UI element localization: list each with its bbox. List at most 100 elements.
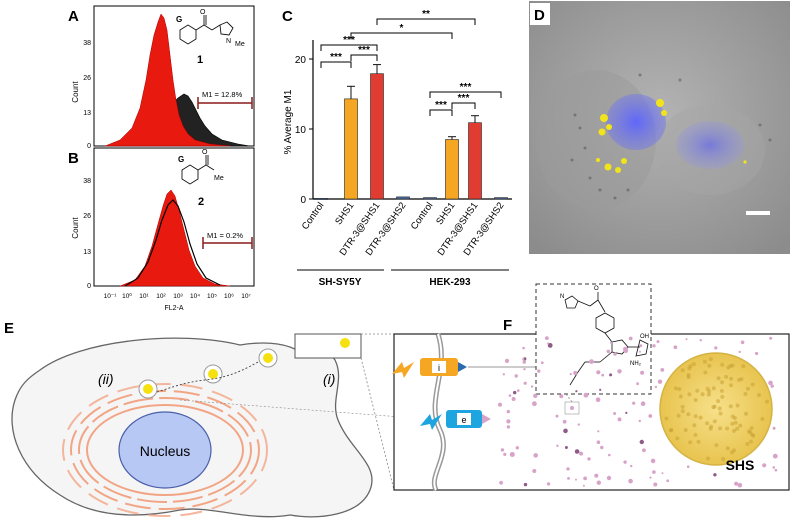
shs-grain (703, 370, 708, 375)
pink-particle (540, 361, 544, 365)
debris-dot (583, 146, 587, 150)
pink-particle (533, 453, 538, 458)
pink-particle (623, 460, 627, 464)
pink-particle (545, 336, 549, 340)
shs-grain (700, 392, 705, 397)
molecule-1-structure (179, 15, 234, 45)
group-label: HEK-293 (429, 277, 471, 288)
histogram-b-black-trace (124, 199, 221, 287)
fluorescent-spot (656, 99, 664, 107)
shs-grain (720, 380, 725, 385)
pink-particle (734, 481, 739, 486)
panel-b: B Count 38 26 13 0 M1 = 0.2% G O Me 2 10… (68, 147, 255, 312)
shs-grain (693, 432, 698, 437)
shs-grain (735, 403, 740, 408)
pink-particle (661, 472, 664, 475)
panel-letter-f: F (503, 317, 512, 334)
gate-a-label: M1 = 12.8% (202, 90, 243, 99)
pink-particle (762, 463, 767, 468)
pink-particle (532, 469, 537, 473)
er-membrane (62, 383, 268, 517)
category-label: SHS1 (333, 200, 356, 227)
shs-grain (730, 414, 735, 419)
pink-particle (628, 336, 633, 341)
shs-grain (726, 365, 731, 370)
shs-grain (664, 416, 669, 421)
pink-particle (656, 340, 660, 344)
pink-particle (772, 426, 776, 430)
shs-grain (733, 420, 738, 425)
lightning-icon (392, 362, 414, 378)
fluorescent-spot (598, 128, 606, 136)
shs-grain (749, 426, 754, 431)
histogram-a-ytick-26: 26 (83, 75, 91, 82)
pink-particle (583, 476, 587, 481)
pink-particle (522, 346, 525, 350)
shs-grain (749, 439, 753, 444)
panel-d: D (529, 1, 790, 254)
panel-letter-d-box (530, 3, 550, 25)
zoom-box (294, 333, 362, 359)
xtick-label: 10⁻¹ (104, 293, 118, 300)
significance-bracket (320, 44, 378, 51)
compound-number-2: 2 (198, 196, 204, 208)
fluorescent-spot (743, 160, 747, 164)
pink-particle (632, 401, 636, 405)
debris-dot (578, 126, 582, 130)
pink-particle (606, 475, 612, 481)
pink-particle (533, 393, 538, 398)
molecule-2-group-label: G (178, 155, 184, 164)
shs-grain (688, 440, 693, 445)
pink-particle (617, 417, 622, 422)
pink-particle (567, 477, 570, 480)
fluorescent-spot (661, 110, 667, 116)
pink-particle (596, 370, 601, 375)
xtick-label: 10⁰ (122, 292, 132, 300)
molecule-drtr-oxygen: O (594, 286, 599, 292)
molecule-drtr-nitrogen: N (560, 294, 564, 300)
molecule-1-nitrogen: N (226, 38, 231, 45)
panel-f: F i e (392, 283, 790, 492)
pink-particle (738, 350, 741, 354)
pink-particles (497, 336, 778, 488)
pink-particle (511, 397, 516, 401)
pink-particle (639, 439, 644, 445)
shs-grain (746, 386, 750, 391)
shs-grain (686, 373, 691, 377)
pink-particle (770, 384, 774, 388)
pink-particle (504, 358, 510, 363)
fluorescent-spot (606, 124, 612, 130)
pink-particle (569, 373, 572, 376)
tag-i-label: i (438, 363, 440, 373)
histogram-b-ylabel: Count (71, 217, 80, 239)
shs-grain (735, 426, 740, 431)
panel-letter-a: A (68, 8, 79, 25)
pink-particle (699, 339, 702, 342)
xtick-label: 10³ (173, 293, 183, 300)
debris-dots (570, 73, 772, 200)
shs-grain (736, 378, 741, 382)
step-i-label: (i) (323, 371, 335, 387)
inset-connector (565, 393, 573, 403)
er-membrane (70, 390, 260, 510)
bar (314, 198, 328, 200)
shs-grain (677, 387, 682, 392)
pink-particle (628, 478, 633, 484)
pink-particle (653, 482, 658, 487)
pink-particle (547, 342, 550, 345)
shs-grain (729, 383, 733, 388)
molecule-1-methyl: Me (235, 41, 245, 48)
y-tick-label: 20 (295, 55, 307, 66)
pink-particle (685, 338, 688, 341)
shs-grain (696, 439, 701, 444)
shs-grain (716, 376, 721, 381)
histogram-b-ytick-38: 38 (83, 178, 91, 185)
pink-particle (523, 482, 528, 487)
fluorescent-spot (600, 114, 608, 122)
y-tick-label: 10 (295, 125, 307, 136)
pink-particle (654, 385, 658, 389)
pink-particle (502, 373, 505, 376)
shs-grain (687, 366, 692, 371)
pink-particle (636, 382, 639, 386)
